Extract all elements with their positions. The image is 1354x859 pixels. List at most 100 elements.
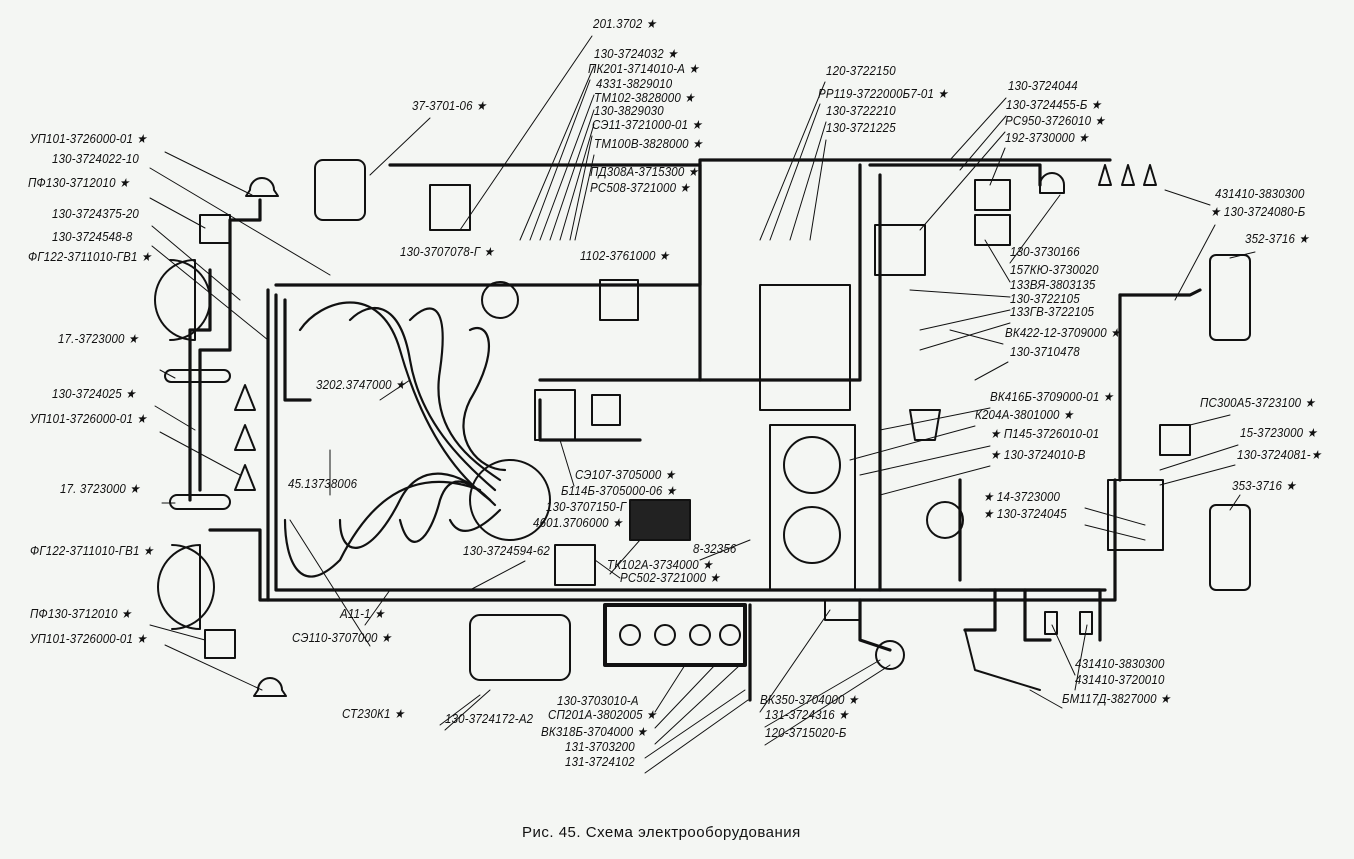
part-label: 431410-3720010 <box>1075 673 1165 687</box>
windshield-wiper-motor <box>874 224 926 276</box>
part-label: 17.-3723000 ★ <box>58 332 139 346</box>
leader-lines <box>149 35 1256 774</box>
part-label: 130-3724375-20 <box>52 207 139 221</box>
part-label: 37-3701-06 ★ <box>412 99 487 113</box>
fog-light-bottom <box>204 629 236 659</box>
part-label: Б114Б-3705000-06 ★ <box>561 484 677 498</box>
part-label: ТМ102-3828000 ★ <box>594 91 695 105</box>
part-label: 131-3724102 <box>565 755 635 769</box>
part-label: ФГ122-3711010-ГВ1 ★ <box>30 544 154 558</box>
starter <box>469 614 571 681</box>
part-label: 4331-3829010 <box>596 77 673 91</box>
relay-1102 <box>599 279 639 321</box>
voltage-regulator <box>429 184 471 231</box>
part-label: 130-3724022-10 <box>52 152 139 166</box>
ignition-switch <box>875 640 905 670</box>
fuse-panel <box>759 284 851 411</box>
part-label: 130-3724172-А2 <box>445 712 534 726</box>
fog-light-top <box>199 214 231 244</box>
part-label: 352-3716 ★ <box>1245 232 1309 246</box>
part-label: 353-3716 ★ <box>1232 479 1296 493</box>
part-label: УП101-3726000-01 ★ <box>30 632 147 646</box>
part-label: 1102-3761000 ★ <box>580 249 670 263</box>
part-label: РР119-3722000Б7-01 ★ <box>818 87 948 101</box>
part-label: РС502-3721000 ★ <box>620 571 721 585</box>
part-label: 431410-3830300 <box>1075 657 1165 671</box>
part-label: БМ117Д-3827000 ★ <box>1062 692 1171 706</box>
part-label: СП201А-3802005 ★ <box>548 708 657 722</box>
lamp-bottom-left <box>253 677 287 697</box>
generator <box>314 159 366 221</box>
part-label: ВК416Б-3709000-01 ★ <box>990 390 1114 404</box>
part-label: 15-3723000 ★ <box>1240 426 1318 440</box>
fuse-block-bottom <box>169 494 231 510</box>
part-label: 201.3702 ★ <box>593 17 657 31</box>
part-label: 192-3730000 ★ <box>1005 131 1089 145</box>
part-label: 130-3724081-★ <box>1237 448 1322 462</box>
part-label: УП101-3726000-01 ★ <box>30 412 147 426</box>
sender-lever <box>964 629 1041 691</box>
rear-lamp-bottom <box>1209 504 1251 591</box>
part-label: ВК422-12-3709000 ★ <box>1005 326 1121 340</box>
wiper-switch <box>926 501 964 539</box>
part-label: 133ВЯ-3803135 <box>1010 278 1096 292</box>
part-label: 157КЮ-3730020 <box>1010 263 1099 277</box>
part-label: 431410-3830300 <box>1215 187 1305 201</box>
additional-resistor <box>591 394 621 426</box>
part-label: РС950-3726010 ★ <box>1005 114 1106 128</box>
part-label: СЭ110-3707000 ★ <box>292 631 392 645</box>
part-label: 130-3724025 ★ <box>52 387 136 401</box>
part-label: 131-3703200 <box>565 740 635 754</box>
trailer-socket <box>1159 424 1191 456</box>
part-label: СЭ107-3705000 ★ <box>575 468 676 482</box>
transistor-switch <box>629 499 691 541</box>
figure-caption: Рис. 45. Схема электрооборудования <box>522 824 801 841</box>
part-label: 130-3722210 <box>826 104 896 118</box>
fuse-block-top <box>164 369 231 383</box>
part-label: 4601.3706000 ★ <box>533 516 623 530</box>
speedometer <box>783 436 841 494</box>
part-label: А11-1 ★ <box>340 607 385 621</box>
rear-lamp-top <box>1209 254 1251 341</box>
part-label: СЭ11-3721000-01 ★ <box>592 118 703 132</box>
part-label: К204А-3801000 ★ <box>975 408 1074 422</box>
part-label: 130-3724044 <box>1008 79 1078 93</box>
part-label: ПФ130-3712010 ★ <box>30 607 132 621</box>
horn <box>481 281 519 319</box>
part-label: 130-3710478 <box>1010 345 1080 359</box>
part-label: 130-3829030 <box>594 104 664 118</box>
part-label: 130-3724455-Б ★ <box>1006 98 1102 112</box>
ignition-cables <box>283 301 507 578</box>
ignition-coil <box>534 389 576 441</box>
headlight-top <box>154 259 196 341</box>
part-label: УП101-3726000-01 ★ <box>30 132 147 146</box>
part-label: 130-3724032 ★ <box>594 47 678 61</box>
part-label: ТК102А-3734000 ★ <box>607 558 713 572</box>
part-label: ФГ122-3711010-ГВ1 ★ <box>28 250 152 264</box>
relay-a <box>974 179 1011 211</box>
part-label: ВК318Б-3704000 ★ <box>541 725 648 739</box>
part-label: 130-3724594-62 <box>463 544 550 558</box>
buzzer <box>1039 172 1065 194</box>
part-label: ПС300А5-3723100 ★ <box>1200 396 1316 410</box>
part-label: 130-3722105 <box>1010 292 1080 306</box>
lamp-top-left <box>245 177 279 197</box>
instrument-cluster <box>769 424 856 591</box>
part-label: 130-3730166 <box>1010 245 1080 259</box>
headlight-bottom <box>157 544 201 630</box>
part-label: ★ 130-3724080-Б <box>1210 205 1306 219</box>
part-label: 130-3707078-Г ★ <box>400 245 495 259</box>
part-label: СТ230К1 ★ <box>342 707 405 721</box>
relay-rs502 <box>554 544 596 586</box>
part-label: ★ 130-3724010-В <box>990 448 1086 462</box>
part-label: ПФ130-3712010 ★ <box>28 176 130 190</box>
part-label: 17. 3723000 ★ <box>60 482 140 496</box>
part-label: 3202.3747000 ★ <box>316 378 406 392</box>
part-label: 130-3703010-А <box>557 694 639 708</box>
part-label: 130-3724548-8 <box>52 230 133 244</box>
part-label: ПД308А-3715300 ★ <box>590 165 699 179</box>
part-label: ПК201-3714010-А ★ <box>588 62 700 76</box>
part-label: ТМ100В-3828000 ★ <box>594 137 703 151</box>
